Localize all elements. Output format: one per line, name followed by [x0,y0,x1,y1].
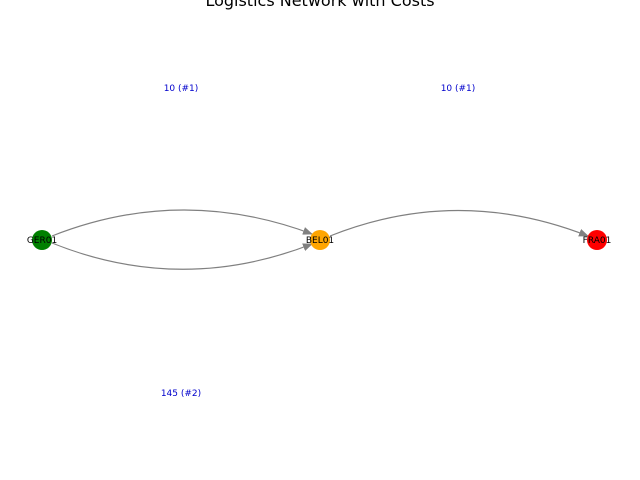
node-bel01: BEL01 [306,230,334,250]
node-ger01-label: GER01 [27,236,57,246]
edges-layer [51,209,589,270]
edge-bel01-fra01 [329,209,589,237]
diagram-title: Logistics Network with Costs [205,0,434,10]
node-bel01-label: BEL01 [306,236,334,246]
edge-ger01-bel01-upper [51,209,313,237]
edge-label-ger01-bel01-2: 145 (#2) [161,389,201,399]
node-fra01: FRA01 [583,230,612,250]
node-fra01-circle [587,230,607,250]
edge-label-bel01-fra01: 10 (#1) [441,84,476,94]
node-fra01-label: FRA01 [583,236,612,246]
node-bel01-circle [310,230,330,250]
edge-labels-layer: 10 (#1) 145 (#2) 10 (#1) [161,84,475,399]
node-ger01-circle [32,230,52,250]
nodes-layer: GER01 BEL01 FRA01 [27,230,612,250]
edge-ger01-bel01-lower [51,242,313,270]
node-ger01: GER01 [27,230,57,250]
edge-label-ger01-bel01-1: 10 (#1) [164,84,199,94]
